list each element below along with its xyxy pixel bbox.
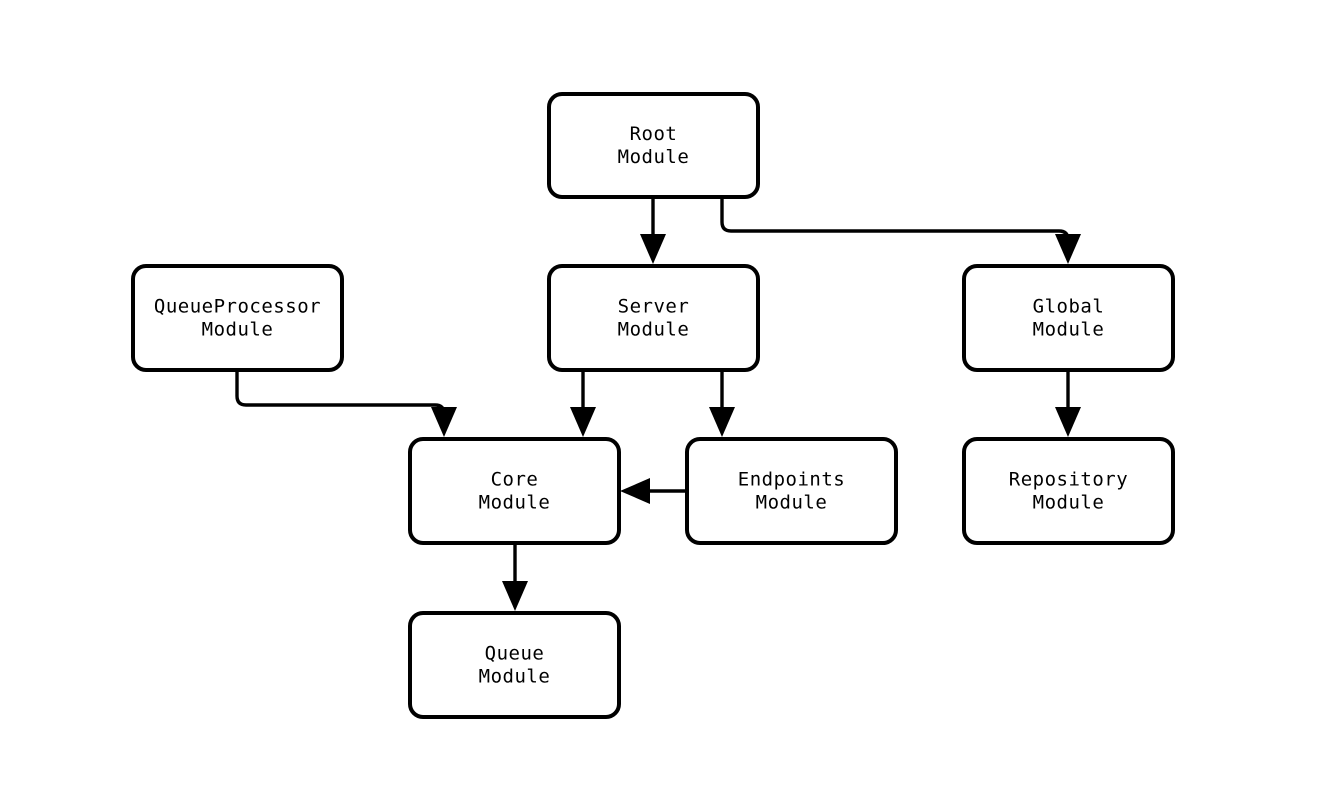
arrowhead-icon [502,581,528,611]
edge-server-to-endpoints [709,370,735,437]
edge-server-to-core [570,370,596,437]
node-box[interactable] [962,437,1175,545]
arrowhead-icon [431,407,457,437]
node-layer: RootModuleQueueProcessorModuleServerModu… [131,92,1175,719]
node-box[interactable] [547,264,760,372]
edge-core-to-queue [502,543,528,611]
node-label-secondary: Module [1033,492,1105,514]
node-label-primary: QueueProcessor [154,296,321,318]
node-box[interactable] [408,437,621,545]
arrowhead-icon [640,234,666,264]
node-box[interactable] [408,611,621,719]
node-box[interactable] [962,264,1175,372]
node-label-primary: Root [630,123,678,145]
edge-queueprocessor-to-core [235,370,457,437]
edge-root-to-server [640,197,666,264]
arrowhead-icon [570,407,596,437]
arrowhead-icon [709,407,735,437]
node-box[interactable] [685,437,898,545]
edge-line [235,370,446,416]
node-label-secondary: Module [1033,319,1105,341]
arrowhead-icon [1055,234,1081,264]
edge-root-to-global [720,197,1081,264]
node-label-secondary: Module [202,319,274,341]
node-label-primary: Global [1033,296,1105,318]
node-label-primary: Endpoints [738,469,845,491]
node-label-primary: Core [491,469,539,491]
node-label-primary: Repository [1009,469,1128,491]
node-box[interactable] [547,92,760,199]
node-label-secondary: Module [479,492,551,514]
node-label-primary: Queue [485,643,545,665]
edge-layer [235,197,1081,611]
edge-line [720,197,1070,242]
edge-endpoints-to-core [620,478,687,504]
node-label-secondary: Module [479,666,551,688]
arrowhead-icon [620,478,650,504]
node-label-secondary: Module [756,492,828,514]
node-label-secondary: Module [618,319,690,341]
node-label-primary: Server [618,296,690,318]
edge-global-to-repository [1055,370,1081,437]
node-label-secondary: Module [618,146,690,168]
node-box[interactable] [131,264,344,372]
arrowhead-icon [1055,407,1081,437]
